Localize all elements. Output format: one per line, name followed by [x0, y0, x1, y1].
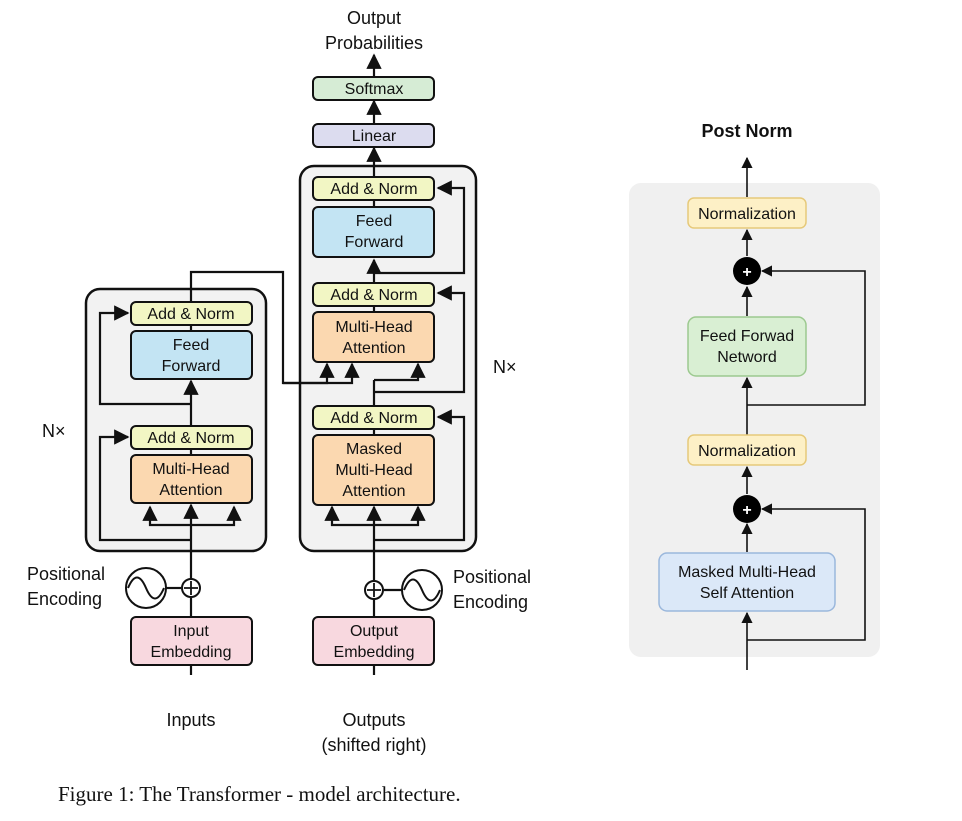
decoder-mha-line2: Attention	[342, 340, 405, 357]
encoder-addnorm-bottom	[130, 425, 253, 450]
post-norm-diagram: Post Norm Normalization + Feed Forwad Ne…	[629, 121, 880, 670]
decoder-addnorm-bottom-label: Add & Norm	[330, 410, 417, 427]
post-norm-normalization-top	[687, 197, 807, 229]
output-embedding	[312, 616, 435, 666]
decoder-nx-label: N×	[493, 357, 517, 377]
encoder-pos-enc-line2: Encoding	[27, 589, 102, 609]
decoder-masked-attention	[312, 434, 435, 506]
decoder-masked-line2: Multi-Head	[335, 462, 412, 479]
encoder-stack	[84, 287, 268, 553]
softmax-label: Softmax	[345, 81, 404, 98]
figure-caption: Figure 1: The Transformer - model archit…	[58, 782, 461, 806]
decoder-pos-enc-line2: Encoding	[453, 592, 528, 612]
post-norm-attention-box	[658, 552, 836, 612]
encoder-addnorm-top	[130, 301, 253, 326]
decoder-pos-enc-line1: Positional	[453, 567, 531, 587]
encoder-pos-enc-line1: Positional	[27, 564, 105, 584]
outputs-label-line1: Outputs	[342, 710, 405, 730]
encoder-multi-head-attention	[130, 454, 253, 504]
post-norm-normalization-top-label: Normalization	[698, 206, 796, 223]
inputs-label: Inputs	[166, 710, 215, 730]
encoder-ff-line2: Forward	[162, 358, 221, 375]
decoder-ff-line2: Forward	[345, 234, 404, 251]
post-norm-ffn-line2: Netword	[717, 349, 777, 366]
post-norm-add-top-plus: +	[742, 264, 751, 281]
input-embedding-line2: Embedding	[151, 644, 232, 661]
encoder-ff-line1: Feed	[173, 337, 209, 354]
decoder-addnorm-middle-label: Add & Norm	[330, 287, 417, 304]
post-norm-panel	[629, 183, 880, 657]
output-prob-line1: Output	[347, 8, 401, 28]
post-norm-title: Post Norm	[701, 121, 792, 141]
post-norm-add-bottom	[733, 495, 761, 523]
post-norm-connectors	[741, 156, 866, 670]
output-prob-line2: Probabilities	[325, 33, 423, 53]
outputs-label-line2: (shifted right)	[321, 735, 426, 755]
post-norm-add-bottom-plus: +	[742, 502, 751, 519]
decoder-mha-line1: Multi-Head	[335, 319, 412, 336]
decoder-addnorm-bottom	[312, 405, 435, 430]
output-embedding-line1: Output	[350, 623, 399, 640]
encoder-addnorm-bottom-label: Add & Norm	[147, 430, 234, 447]
decoder-multi-head-attention	[312, 311, 435, 363]
decoder-masked-line1: Masked	[346, 441, 402, 458]
decoder-wave-icon	[403, 578, 441, 602]
encoder-wave-icon	[127, 576, 165, 600]
decoder-addnorm-middle	[312, 282, 435, 307]
decoder-plus-icon	[367, 583, 381, 597]
post-norm-attention-line2: Self Attention	[700, 585, 794, 602]
encoder-nx-label: N×	[42, 421, 66, 441]
linear-box	[312, 123, 435, 148]
post-norm-ffn-line1: Feed Forwad	[700, 328, 794, 345]
encoder-feed-forward	[130, 330, 253, 380]
decoder-feed-forward	[312, 206, 435, 258]
post-norm-add-top	[733, 257, 761, 285]
input-embedding-line1: Input	[173, 623, 209, 640]
decoder-addnorm-top	[312, 176, 435, 201]
encoder-connectors	[98, 270, 360, 675]
encoder-mha-line2: Attention	[159, 482, 222, 499]
post-norm-attention-line1: Masked Multi-Head	[678, 564, 816, 581]
post-norm-normalization-bottom	[687, 434, 807, 466]
linear-label: Linear	[352, 128, 397, 145]
decoder-ff-line1: Feed	[356, 213, 392, 230]
decoder-addnorm-top-label: Add & Norm	[330, 181, 417, 198]
output-embedding-line2: Embedding	[334, 644, 415, 661]
post-norm-normalization-bottom-label: Normalization	[698, 443, 796, 460]
softmax-box	[312, 76, 435, 101]
encoder-mha-line1: Multi-Head	[152, 461, 229, 478]
input-embedding	[130, 616, 253, 666]
encoder-plus-icon	[184, 581, 198, 595]
decoder-masked-line3: Attention	[342, 483, 405, 500]
post-norm-ffn-box	[687, 316, 807, 377]
encoder-addnorm-top-label: Add & Norm	[147, 306, 234, 323]
transformer-diagram: Add & Norm Feed Forward Add & Norm Multi…	[27, 8, 531, 755]
